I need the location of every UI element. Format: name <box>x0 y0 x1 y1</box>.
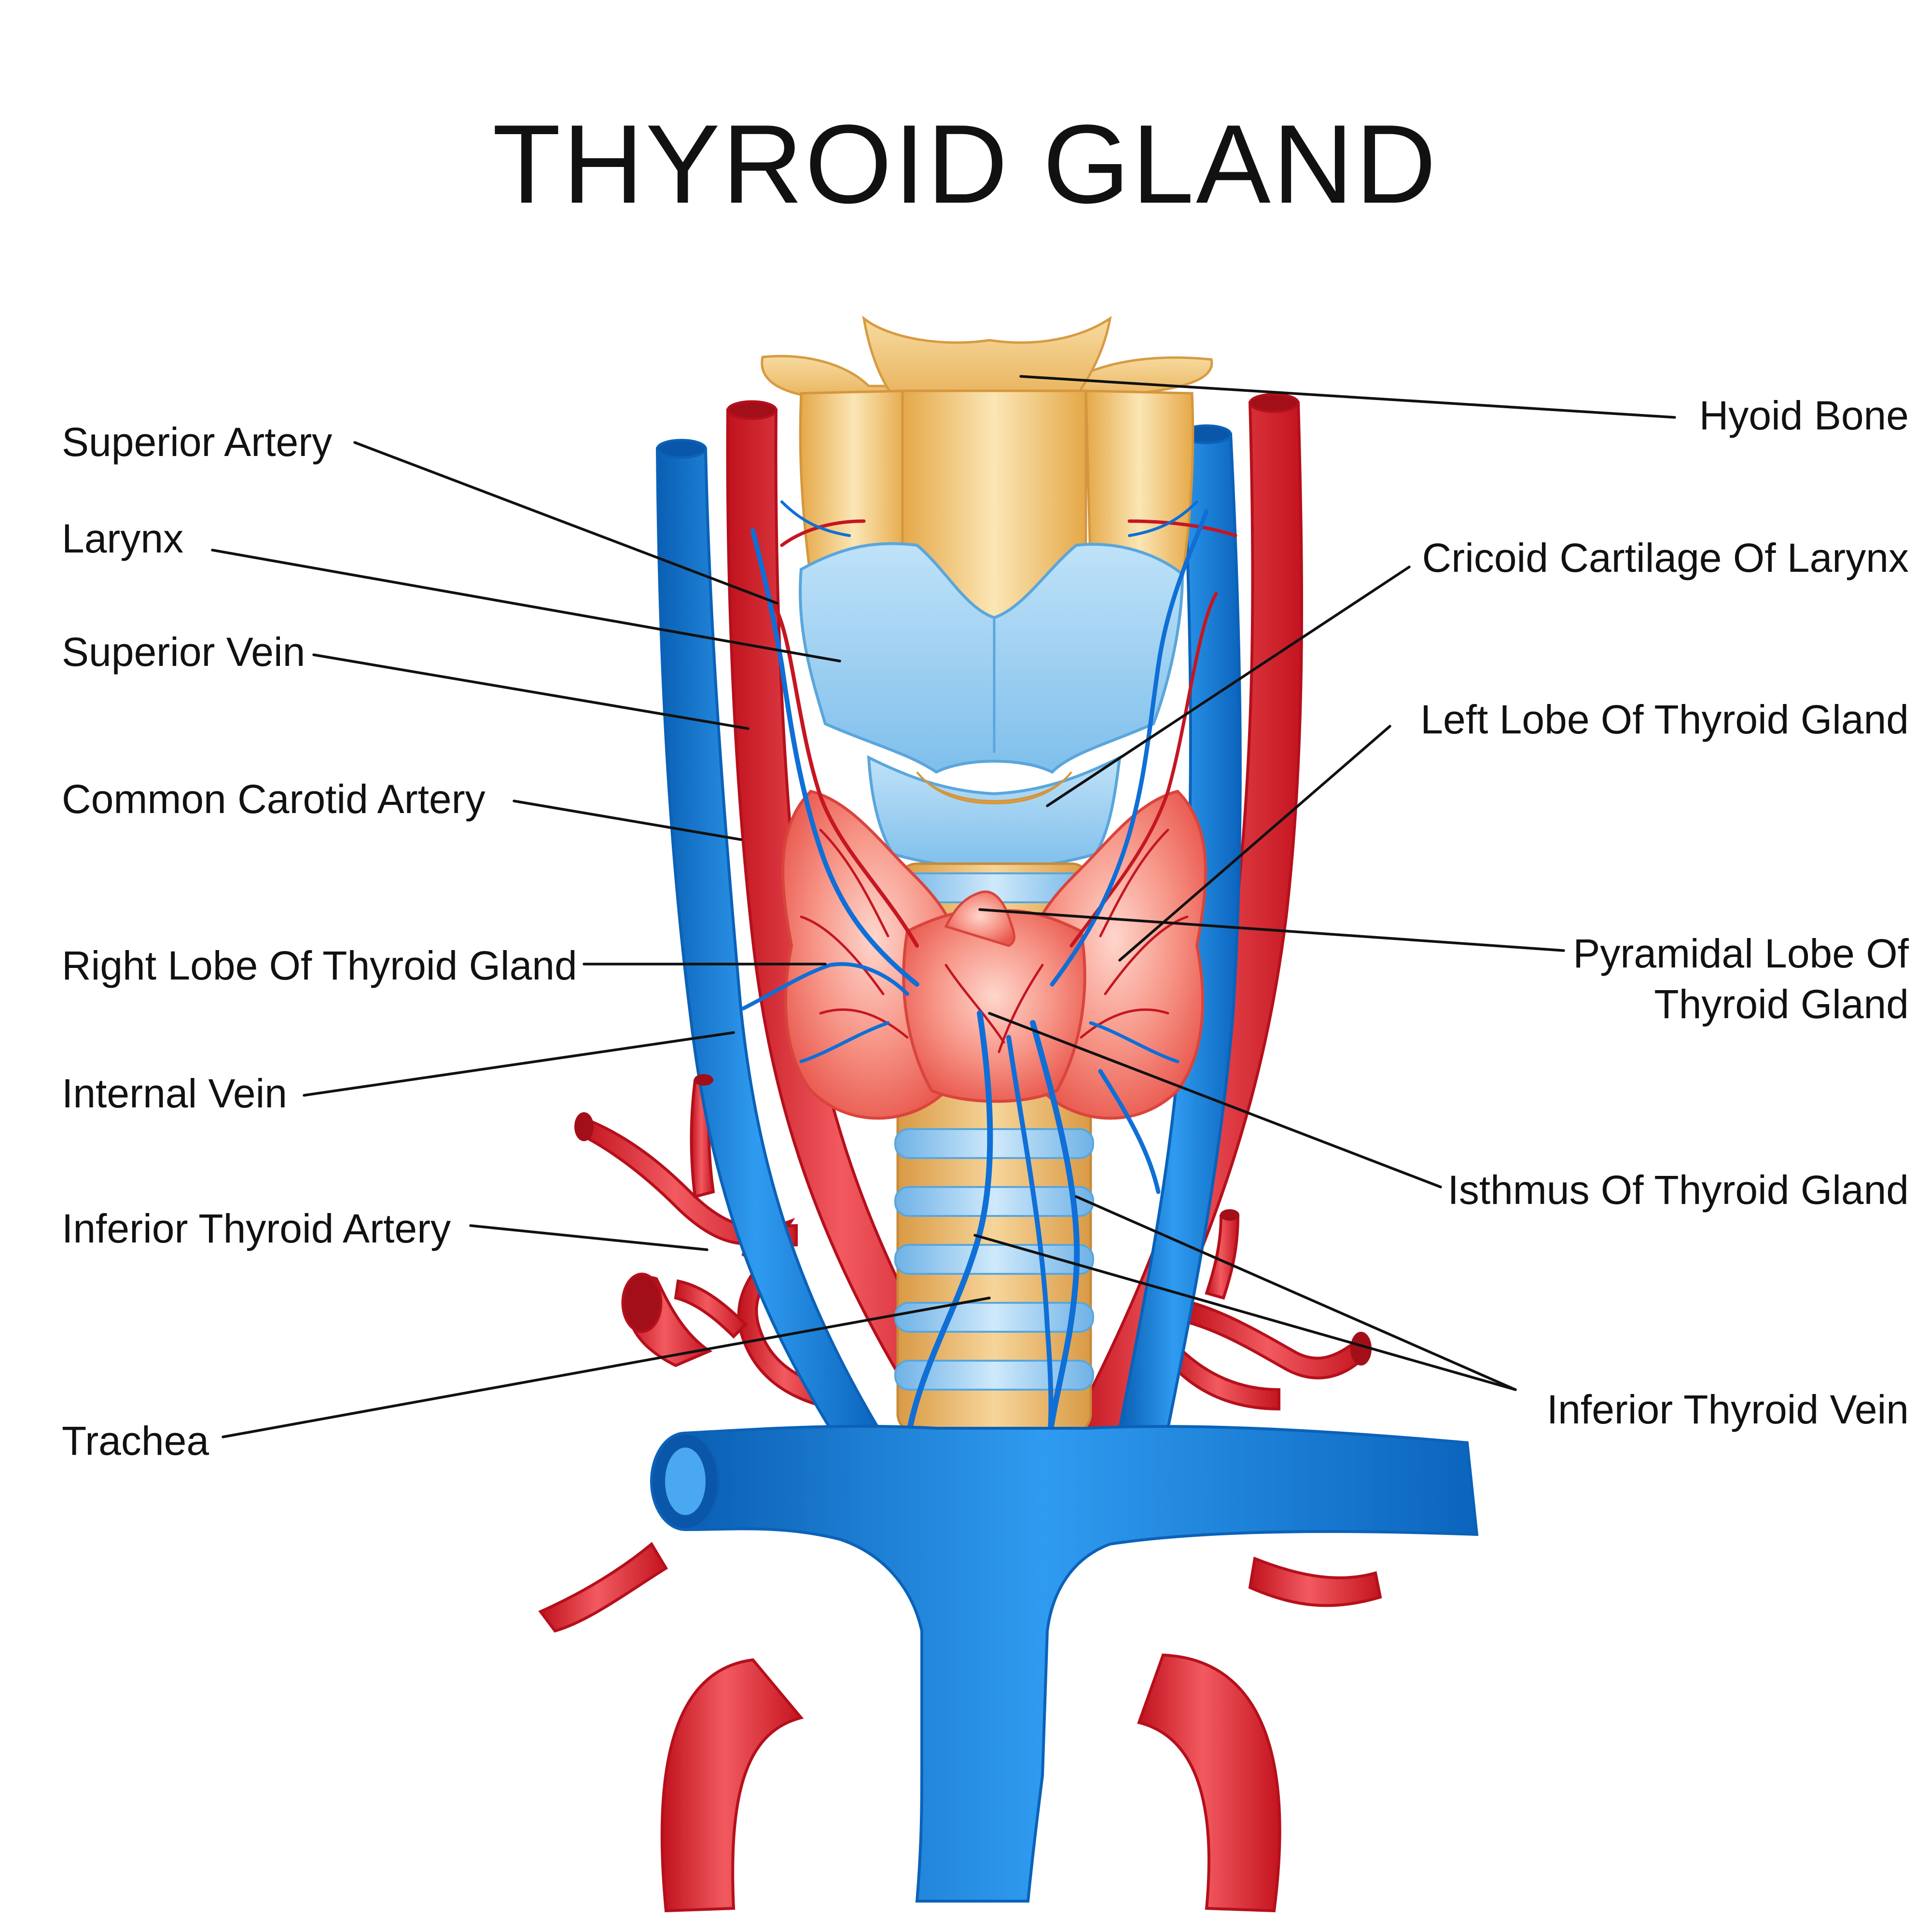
label-internal-vein: Internal Vein <box>62 1071 287 1116</box>
label-inferior-thyroid-vein: Inferior Thyroid Vein <box>1547 1387 1909 1432</box>
label-cricoid-cartilage: Cricoid Cartilage Of Larynx <box>1422 535 1909 580</box>
cricoid-cartilage <box>867 755 1122 870</box>
labels-right: Hyoid Bone Cricoid Cartilage Of Larynx L… <box>1420 393 1909 1432</box>
larynx <box>799 542 1184 774</box>
label-pyramidal-lobe-line2: Thyroid Gland <box>1654 981 1909 1027</box>
label-superior-vein: Superior Vein <box>62 629 305 675</box>
leader-lines <box>211 375 1676 1438</box>
diagram-title: THYROID GLAND <box>492 102 1438 227</box>
labels-left: Superior Artery Larynx Superior Vein Com… <box>62 419 577 1463</box>
thyroid-cartilage <box>799 389 1194 623</box>
aortic-arch-arteries <box>538 1542 1382 1913</box>
thyroid-gland <box>781 789 1207 1120</box>
label-left-lobe: Left Lobe Of Thyroid Gland <box>1420 697 1909 742</box>
label-trachea: Trachea <box>62 1418 209 1463</box>
hyoid-bone <box>761 315 1213 400</box>
label-pyramidal-lobe-line1: Pyramidal Lobe Of <box>1573 931 1909 976</box>
label-superior-artery: Superior Artery <box>62 419 332 465</box>
pyramidal-lobe-of-thyroid-gland <box>944 890 1016 947</box>
label-right-lobe: Right Lobe Of Thyroid Gland <box>62 943 577 988</box>
label-larynx: Larynx <box>62 516 183 561</box>
label-hyoid-bone: Hyoid Bone <box>1699 393 1909 438</box>
brachiocephalic-veins <box>650 1424 1479 1903</box>
artery-stumps <box>574 1074 1372 1366</box>
label-common-carotid-artery: Common Carotid Artery <box>62 776 486 822</box>
gland-veins <box>741 500 1209 1063</box>
label-inferior-thyroid-artery: Inferior Thyroid Artery <box>62 1206 451 1251</box>
label-isthmus: Isthmus Of Thyroid Gland <box>1448 1167 1909 1213</box>
